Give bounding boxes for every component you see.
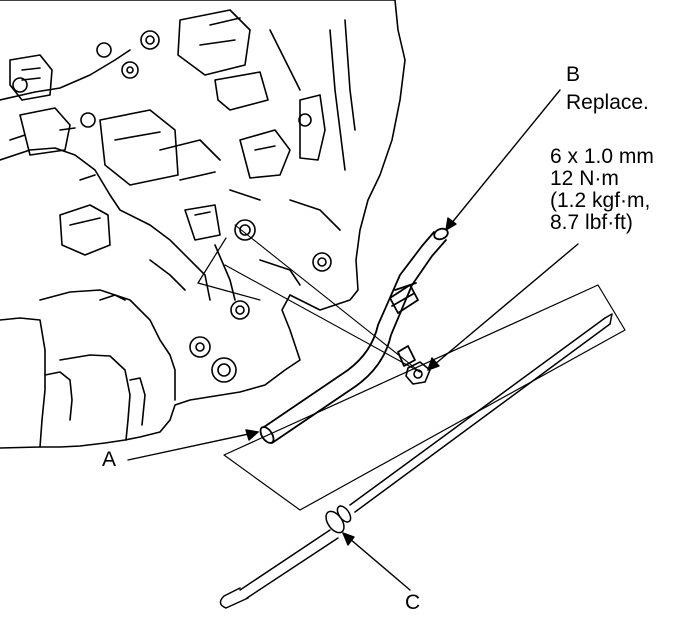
torque-kgf: (1.2 kgf·m, — [550, 189, 651, 213]
bolt-size: 6 x 1.0 mm — [550, 145, 654, 168]
bolt-torque-spec: 6 x 1.0 mm 12 N·m (1.2 kgf·m, 8.7 lbf·ft… — [550, 145, 654, 235]
callout-b: B — [566, 63, 581, 86]
torque-nm: 12 N·m — [550, 167, 619, 191]
mounting-bolt — [405, 361, 431, 385]
callout-b-note: Replace. — [566, 91, 649, 114]
leader-lines — [127, 89, 579, 591]
torque-lbf: 8.7 lbf·ft) — [550, 211, 633, 235]
reference-plane — [197, 237, 626, 511]
callout-a: A — [102, 448, 117, 471]
assembly-lines — [224, 224, 421, 373]
callout-c: C — [405, 591, 421, 614]
dipstick-tube — [259, 227, 449, 444]
dipstick — [219, 313, 613, 609]
transmission-housing — [0, 0, 406, 449]
